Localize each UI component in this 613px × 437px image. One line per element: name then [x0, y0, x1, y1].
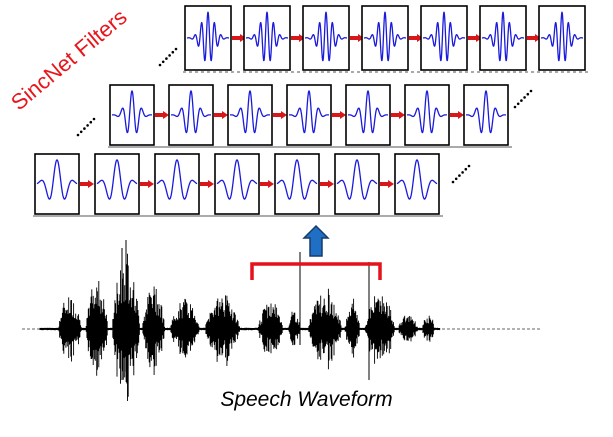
filter-layer-1: [33, 153, 443, 217]
filter-box: [345, 84, 391, 146]
speech-waveform: [22, 240, 540, 401]
filter-box: [361, 5, 409, 71]
filter-box: [214, 153, 260, 215]
speech-waveform-label: Speech Waveform: [220, 388, 393, 411]
connector-arrow-icon: [260, 180, 274, 188]
filter-box: [286, 84, 332, 146]
connector-arrow-icon: [320, 180, 334, 188]
ellipsis-dots: [76, 47, 533, 184]
filter-box: [420, 5, 468, 71]
connector-arrow-icon: [380, 180, 394, 188]
filter-box: [394, 153, 440, 215]
filter-layer-3: [183, 5, 589, 73]
filter-box: [154, 153, 200, 215]
connector-arrow-icon: [450, 111, 464, 119]
connector-arrow-icon: [232, 34, 246, 42]
filter-box: [184, 5, 232, 71]
filter-box: [463, 84, 509, 146]
connector-arrow-icon: [391, 111, 405, 119]
connector-arrow-icon: [140, 180, 154, 188]
filter-box: [334, 153, 380, 215]
filter-box: [168, 84, 214, 146]
filter-box: [94, 153, 140, 215]
connector-arrow-icon: [350, 34, 364, 42]
filter-box: [479, 5, 527, 71]
filter-box: [34, 153, 80, 215]
filter-box: [302, 5, 350, 71]
connector-arrow-icon: [409, 34, 423, 42]
connector-arrow-icon: [468, 34, 482, 42]
filter-box: [538, 5, 586, 71]
filter-box: [243, 5, 291, 71]
filter-box: [109, 84, 155, 146]
connector-arrow-icon: [80, 180, 94, 188]
filter-box: [274, 153, 320, 215]
connector-arrow-icon: [332, 111, 346, 119]
selection-bracket: [250, 262, 382, 280]
connector-arrow-icon: [200, 180, 214, 188]
connector-arrow-icon: [214, 111, 228, 119]
up-arrow-icon: [302, 224, 330, 257]
connector-arrow-icon: [291, 34, 305, 42]
connector-arrow-icon: [155, 111, 169, 119]
filter-box: [404, 84, 450, 146]
filter-layer-2: [108, 84, 512, 148]
connector-arrow-icon: [273, 111, 287, 119]
filter-box: [227, 84, 273, 146]
connector-arrow-icon: [527, 34, 541, 42]
